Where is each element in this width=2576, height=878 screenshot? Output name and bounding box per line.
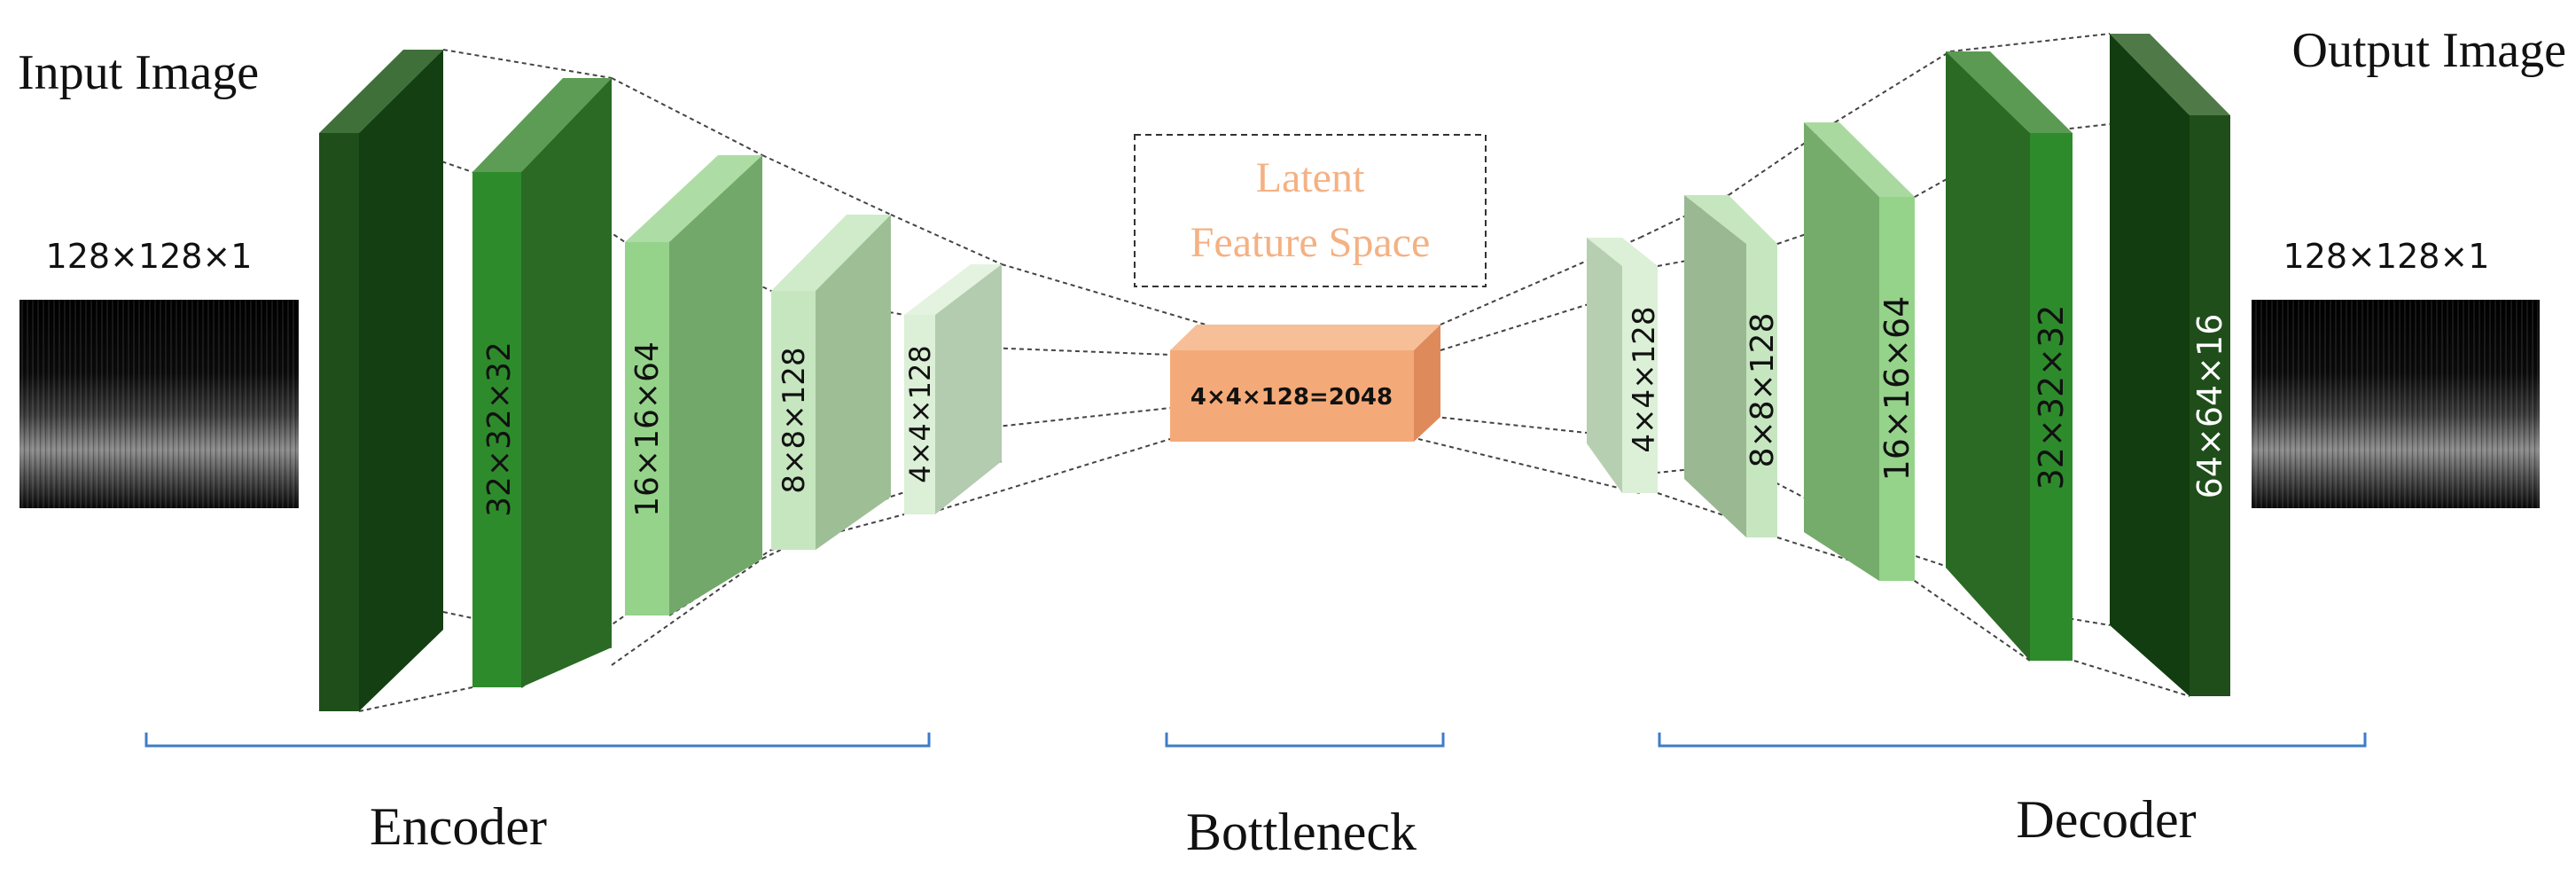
latent-feature-space-box: Latent Feature Space	[1134, 134, 1487, 287]
bottleneck-label: Bottleneck	[1186, 803, 1417, 861]
output-image-size: 128×128×1	[2283, 237, 2490, 276]
decoder-layer-4x4x128: 4×4×128	[1587, 238, 1662, 493]
encoder-layer-label: 8×8×128	[777, 347, 812, 493]
decoder-layer-16x16x64: 16×16×64	[1804, 122, 1916, 581]
latent-label-line1: Latent	[1256, 154, 1365, 201]
encoder-layer-8x8x128: 8×8×128	[771, 215, 891, 550]
latent-label-line2: Feature Space	[1190, 219, 1431, 266]
encoder-bracket	[144, 733, 931, 748]
bottleneck-block: 4×4×128=2048	[1170, 325, 1440, 442]
encoder-layer-16x16x64: 16×16×64	[625, 155, 762, 615]
decoder-layer-label: 32×32×32	[2032, 305, 2071, 490]
input-image-size: 128×128×1	[46, 237, 253, 276]
decoder-layer-label: 64×64×16	[2190, 314, 2229, 499]
decoder-label: Decoder	[2016, 790, 2196, 849]
decoder-layer-label: 4×4×128	[1627, 306, 1662, 452]
decoder-layer-32x32x32: 32×32×32	[1946, 51, 2073, 661]
output-spectrogram-image	[2252, 300, 2540, 508]
decoder-layer-label: 16×16×64	[1877, 296, 1916, 482]
encoder-label: Encoder	[370, 797, 547, 856]
encoder-layer-label: 32×32×32	[481, 341, 518, 517]
section-brackets	[144, 733, 2367, 748]
encoder-layer-label: 16×16×64	[629, 341, 666, 517]
decoder-layers: 4×4×128 8×8×128 16×16×64 32×32×32	[1587, 34, 2230, 696]
input-spectrogram-image	[20, 300, 299, 508]
decoder-layer-label: 8×8×128	[1745, 313, 1781, 468]
output-image-panel: Output Image 128×128×1	[2252, 23, 2566, 508]
input-image-panel: Input Image 128×128×1	[18, 45, 299, 508]
section-labels: Encoder Bottleneck Decoder	[370, 790, 2197, 861]
input-image-title: Input Image	[18, 45, 259, 100]
encoder-input-volume	[319, 50, 443, 711]
decoder-bracket	[1658, 733, 2367, 748]
decoder-layer-64x64x16: 64×64×16	[2110, 34, 2230, 696]
encoder-layer-32x32x32: 32×32×32	[472, 78, 612, 687]
encoder-layer-4x4x128: 4×4×128	[903, 264, 1002, 514]
bottleneck-bracket	[1165, 733, 1445, 748]
bottleneck-size-label: 4×4×128=2048	[1190, 384, 1393, 411]
encoder-layers: 32×32×32 16×16×64 8×8×128 4×4×128	[319, 50, 1002, 711]
encoder-layer-label: 4×4×128	[903, 345, 937, 482]
output-image-title: Output Image	[2292, 23, 2566, 78]
decoder-layer-8x8x128: 8×8×128	[1684, 195, 1781, 537]
